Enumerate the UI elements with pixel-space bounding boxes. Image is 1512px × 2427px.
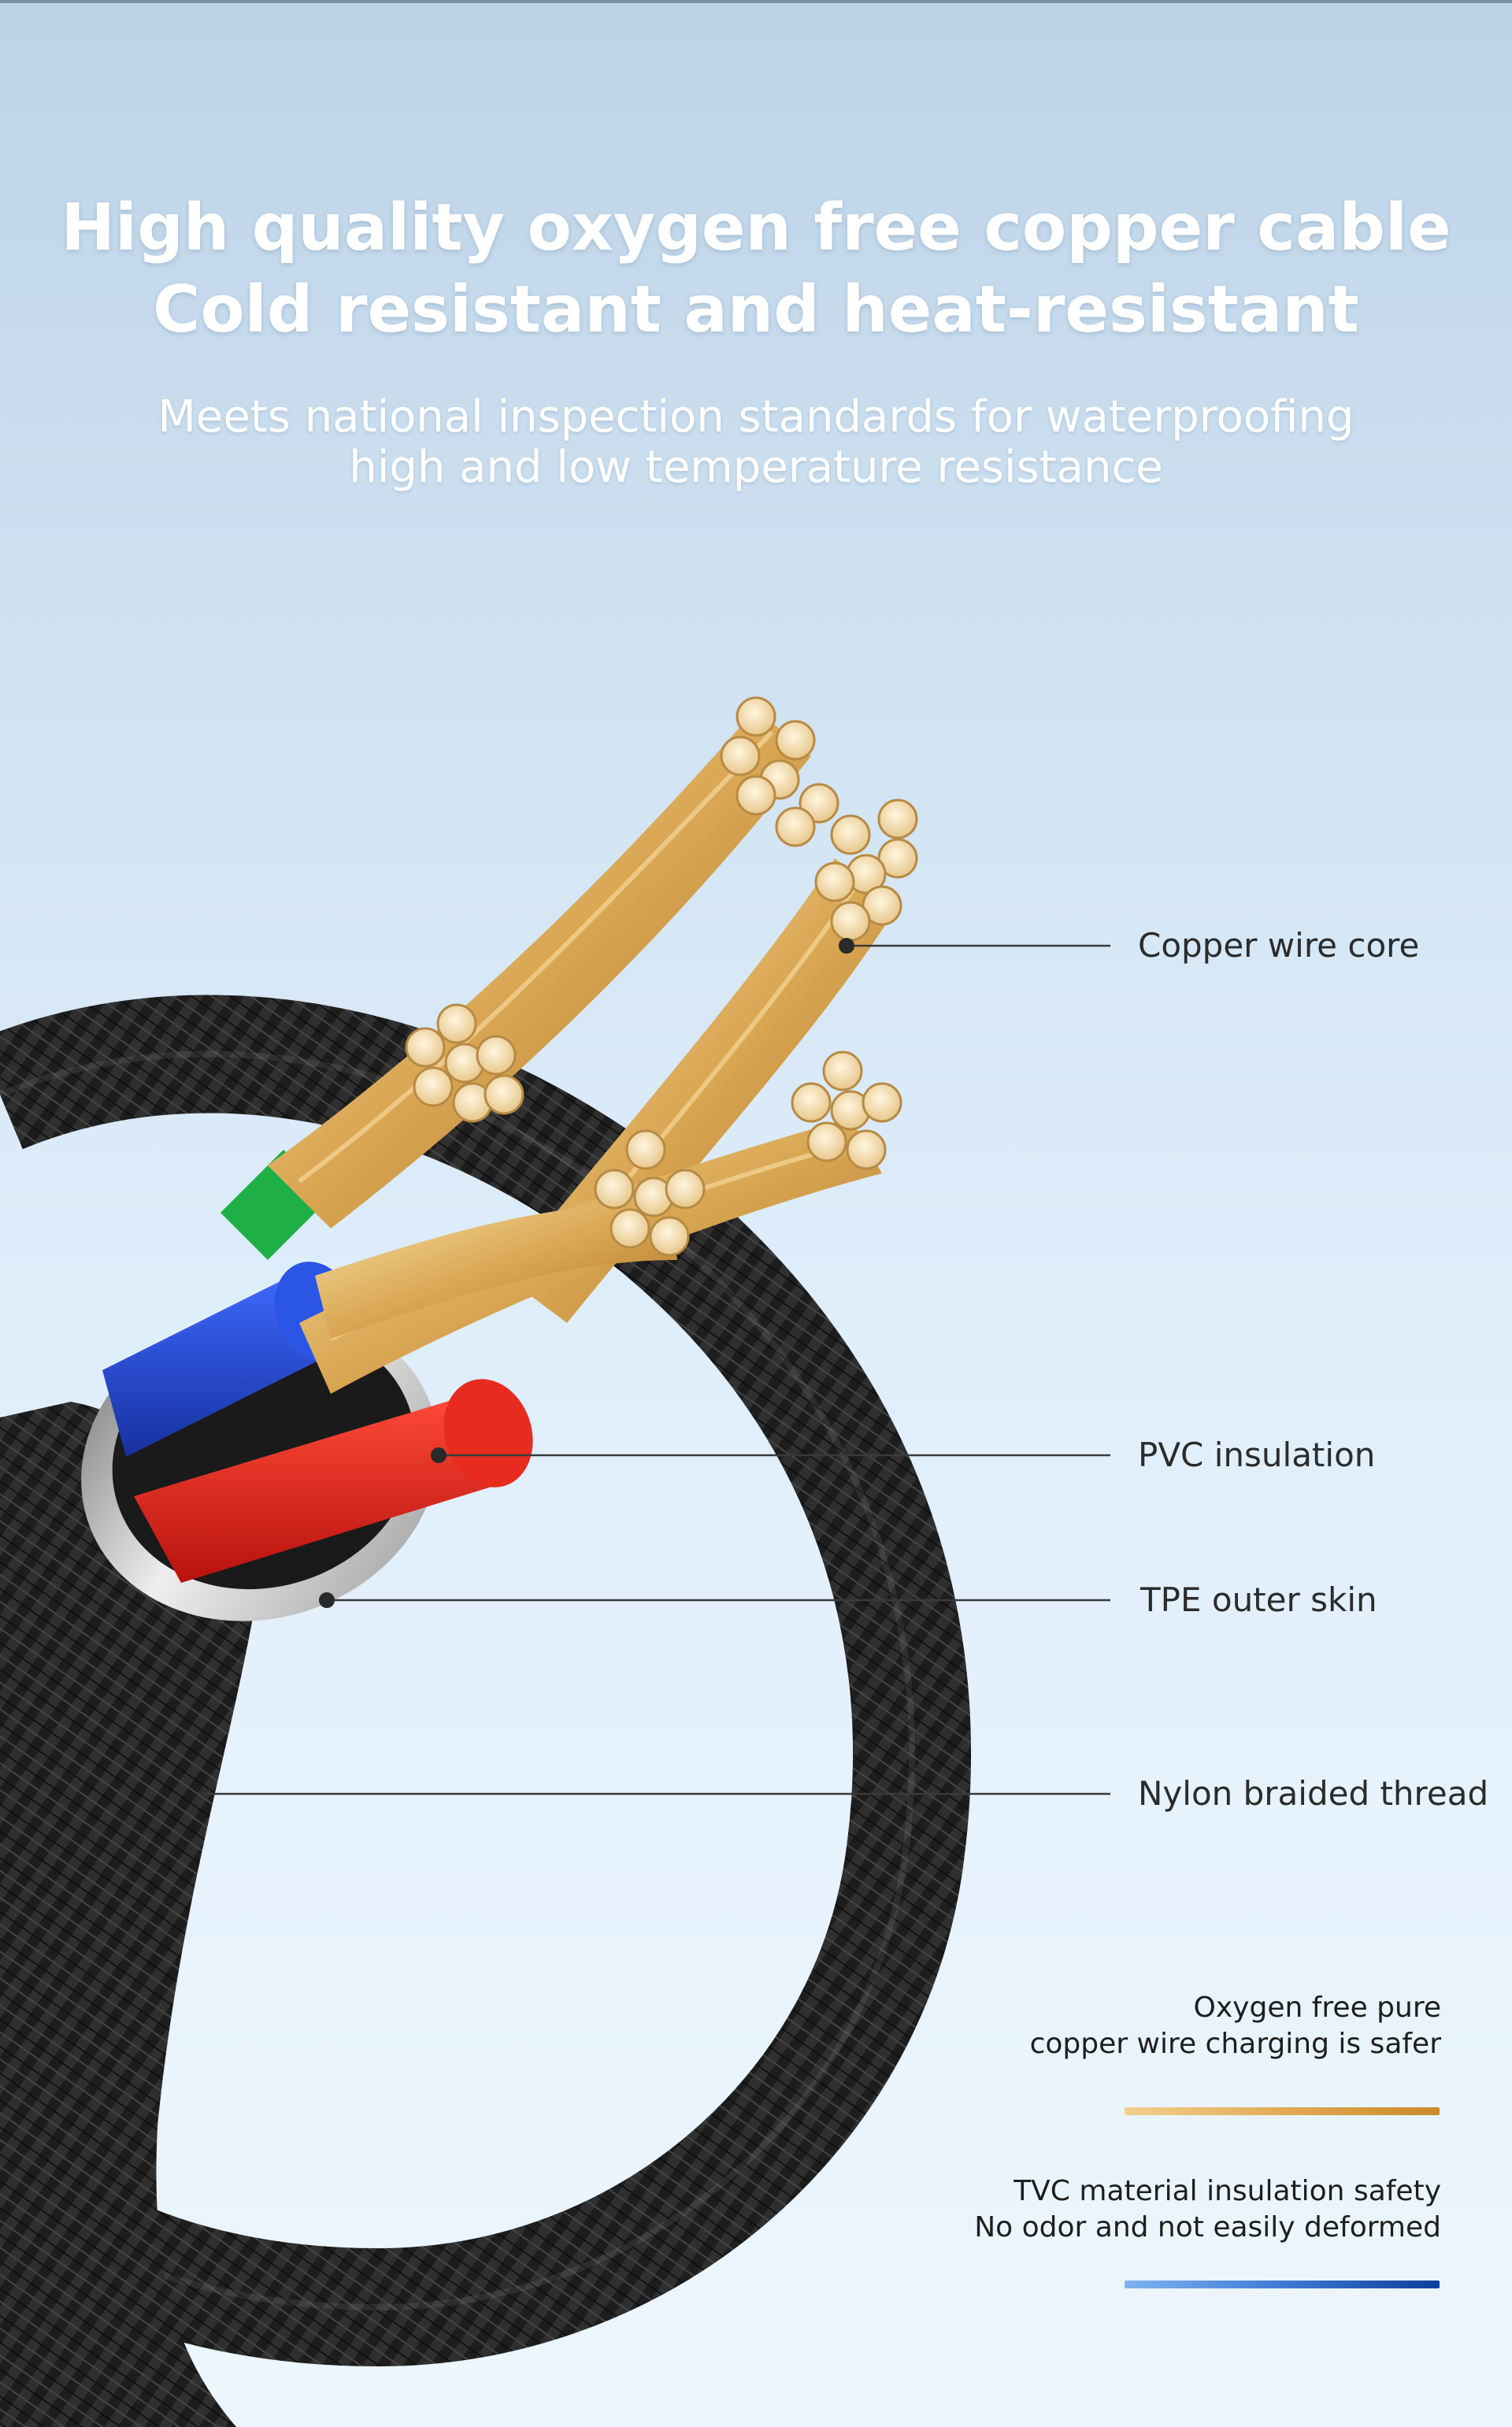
blue-wire — [102, 1268, 331, 1457]
callout-nylon-braided-thread: Nylon braided thread — [1138, 1774, 1489, 1813]
copper-bundle-4 — [315, 1203, 677, 1339]
subtitle-line-2: high and low temperature resistance — [349, 442, 1163, 493]
title-line-2: Cold resistant and heat-resistant — [153, 272, 1359, 347]
strand-ends-right — [814, 799, 918, 942]
note-copper-line-2: copper wire charging is safer — [1029, 2028, 1441, 2060]
page-subtitle: Meets national inspection standards for … — [0, 392, 1512, 493]
subtitle-line-1: Meets national inspection standards for … — [158, 391, 1354, 443]
strand-ends-top — [720, 696, 839, 847]
callout-lines — [205, 938, 1110, 1795]
page-title: High quality oxygen free copper cable Co… — [0, 187, 1512, 351]
strand-ends-lower — [594, 1050, 902, 1257]
note-tvc-line-1: TVC material insulation safety — [1014, 2175, 1441, 2207]
callout-copper-wire-core: Copper wire core — [1138, 926, 1420, 965]
note-copper: Oxygen free pure copper wire charging is… — [1030, 1990, 1441, 2062]
callout-pvc-insulation: PVC insulation — [1138, 1436, 1376, 1474]
red-wire — [134, 1394, 512, 1583]
note-tvc-line-2: No odor and not easily deformed — [974, 2211, 1441, 2244]
blue-accent-bar — [1125, 2281, 1440, 2288]
title-line-1: High quality oxygen free copper cable — [61, 191, 1451, 265]
callout-tpe-outer-skin: TPE outer skin — [1140, 1580, 1377, 1619]
note-tvc: TVC material insulation safety No odor a… — [974, 2173, 1441, 2246]
strand-ends-left — [405, 1003, 524, 1123]
gold-accent-bar — [1125, 2107, 1440, 2115]
note-copper-line-1: Oxygen free pure — [1193, 1992, 1441, 2024]
top-border — [0, 0, 1512, 3]
cable-front-body — [0, 1402, 260, 2427]
